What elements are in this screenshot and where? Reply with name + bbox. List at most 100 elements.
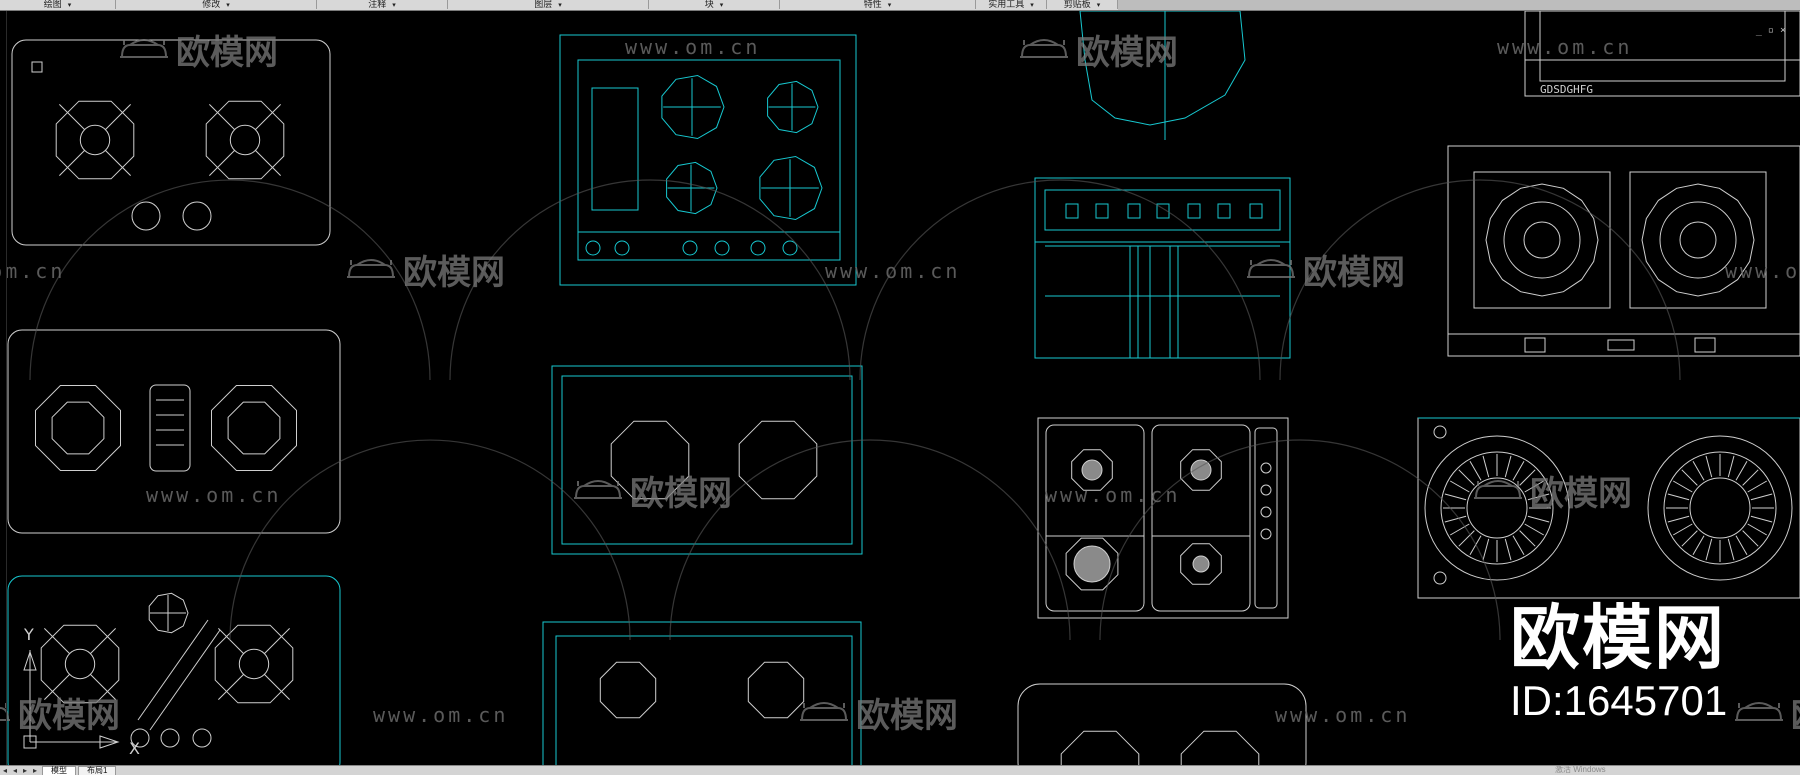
cooktop-10-rib-left [1449, 523, 1470, 536]
chevron-down-icon: ▾ [1096, 2, 1101, 9]
cooktop-11-knob-0 [130, 728, 150, 748]
cooktop-10-rib-left [1512, 460, 1525, 481]
cooktop-9-burner-tl-cap [1081, 459, 1103, 481]
cooktop-4-button-1 [1095, 203, 1109, 219]
ribbon-panel-label: 实用工具 [988, 0, 1025, 9]
cooktop-10-burner-right-mid [1663, 451, 1777, 565]
ribbon-panel-label: 修改 [202, 0, 221, 9]
ribbon-panel-3[interactable]: 图层▾ [448, 0, 649, 9]
cooktop-1-knob-right [182, 201, 212, 231]
watermark-brand-text: 欧模网 [1791, 688, 1800, 737]
sofa-logo-icon [1735, 701, 1783, 721]
cooktop-10-rib-right [1705, 455, 1713, 478]
cooktop-10-rib-right [1735, 535, 1748, 556]
cooktop-11-burner-left-arm [44, 674, 70, 700]
cooktop-11-burner-small-outer [148, 592, 189, 634]
watermark-brand: 欧模网 [798, 688, 958, 737]
cooktop-4-button-5 [1217, 203, 1231, 219]
cooktop-10-burner-left-mid [1440, 451, 1554, 565]
cooktop-9-burner-tr-cap [1190, 459, 1212, 481]
cooktop-10-rib-left [1527, 493, 1550, 501]
watermark-brand: 欧模网 [0, 688, 120, 737]
cooktop-2-burner-br-outer [759, 155, 823, 221]
ribbon-panel-4[interactable]: 块▾ [649, 0, 780, 9]
cooktop-2-knob-0 [585, 240, 601, 256]
watermark-brand: 欧模网 [345, 245, 505, 294]
cooktop-4-button-2 [1127, 203, 1141, 219]
cooktop-8-inner [561, 375, 853, 545]
cooktop-4-button-4 [1187, 203, 1201, 219]
first-tab-arrow-icon[interactable]: ◂ [2, 765, 7, 775]
cooktop-6-burner-right-cap [1679, 221, 1717, 259]
cooktop-6-burner-left [1485, 183, 1599, 297]
cooktop-10-rib-left [1482, 455, 1490, 478]
cooktop-11-burner-left-arm [44, 628, 70, 654]
cooktop-7-burner-right-inner [227, 401, 281, 455]
cooktop-4-panel [1044, 189, 1281, 231]
cooktop-13-burner-right [1180, 730, 1260, 765]
drawing-window-controls[interactable]: _ ▫ × [1755, 25, 1786, 36]
cooktop-11-diag-a [137, 619, 209, 721]
cooktop-10-rib-right [1705, 538, 1713, 561]
prev-tab-arrow-icon[interactable]: ◂ [12, 765, 17, 775]
cooktop-10-burner-right-inner [1689, 477, 1751, 539]
last-tab-arrow-icon[interactable]: ▸ [32, 765, 37, 775]
ribbon-panel-label: 块 [704, 0, 714, 9]
watermark-url: www.om.cn [1497, 35, 1633, 59]
watermark-brand: 欧模网 [572, 466, 732, 515]
cooktop-10-burner-left-inner [1466, 477, 1528, 539]
watermark-arc [1099, 439, 1501, 641]
watermark-url: www.om.cn [1045, 483, 1181, 507]
sofa-logo-icon [0, 702, 10, 721]
layout-tab-1[interactable]: 布局1 [78, 766, 117, 775]
watermark-arc [859, 179, 1261, 381]
cooktop-1-knob-left [131, 201, 161, 231]
cooktop-10-screw-bl [1433, 571, 1447, 585]
cooktop-5-inner [1539, 11, 1786, 82]
cooktop-7-burner-left [35, 385, 121, 471]
sofa-logo-icon [1020, 38, 1068, 58]
ribbon-panel-6[interactable]: 实用工具 ▾ [976, 0, 1047, 9]
cooktop-10-rib-left [1482, 538, 1490, 561]
cooktop-9-right [1151, 424, 1251, 612]
ribbon-panel-7[interactable]: 剪贴板▾ [1047, 0, 1118, 9]
cooktop-10-rib-left [1469, 460, 1482, 481]
drawing-canvas[interactable]: _ ▫ × GDSDGHFG Y X www.om.cnwww.om.cnwww… [0, 11, 1800, 765]
ribbon-panel-0[interactable]: 绘图▾ [0, 0, 116, 9]
watermark-url: www.om.cn [1275, 703, 1411, 727]
chevron-down-icon: ▾ [1030, 2, 1034, 9]
watermark-arc [449, 179, 851, 381]
ribbon-panel-5[interactable]: 特性▾ [780, 0, 976, 9]
cooktop-9-knob-2 [1260, 506, 1272, 518]
chevron-down-icon: ▾ [887, 2, 892, 9]
cooktop-9-knob-1 [1260, 484, 1272, 496]
cooktop-10-rib-right [1750, 493, 1773, 501]
cooktop-9-burner-tl [1071, 449, 1113, 491]
watermark-brand: 欧模网 [1472, 466, 1632, 515]
watermark-arc [29, 179, 431, 381]
cooktop-9-knob-3 [1260, 528, 1272, 540]
ribbon-panel-1[interactable]: 修改▾ [116, 0, 317, 9]
sofa-logo-icon [574, 479, 622, 499]
cooktop-11-burner-right-arm [264, 628, 290, 654]
layout-tab-0[interactable]: 模型 [42, 766, 76, 775]
cooktop-9-burner-br-cap [1192, 555, 1210, 573]
cooktop-10-rib-left [1512, 535, 1525, 556]
cooktop-10-rib-left [1504, 538, 1512, 561]
cooktop-5-frame [1524, 11, 1800, 97]
sofa-logo-icon [1474, 479, 1522, 499]
hood-model-label: GDSDGHFG [1540, 83, 1593, 96]
next-tab-arrow-icon[interactable]: ▸ [22, 765, 27, 775]
watermark-brand-text: 欧模网 [18, 696, 120, 736]
watermark-url: www.om.cn [625, 35, 761, 59]
ribbon-panel-2[interactable]: 注释▾ [317, 0, 448, 9]
cooktop-13-burner-left [1060, 730, 1140, 765]
cooktop-1-burner-left-arm [105, 104, 131, 130]
id-badge-number: ID:1645701 [1510, 677, 1728, 724]
watermark-brand: 欧模网 [1733, 688, 1800, 737]
cooktop-1-burner-right-outer [205, 100, 285, 180]
cooktop-2-knob-4 [750, 240, 766, 256]
ribbon-empty-area [1118, 0, 1800, 10]
cooktop-7-frame [7, 329, 341, 534]
cooktop-10-rib-right [1681, 469, 1698, 486]
